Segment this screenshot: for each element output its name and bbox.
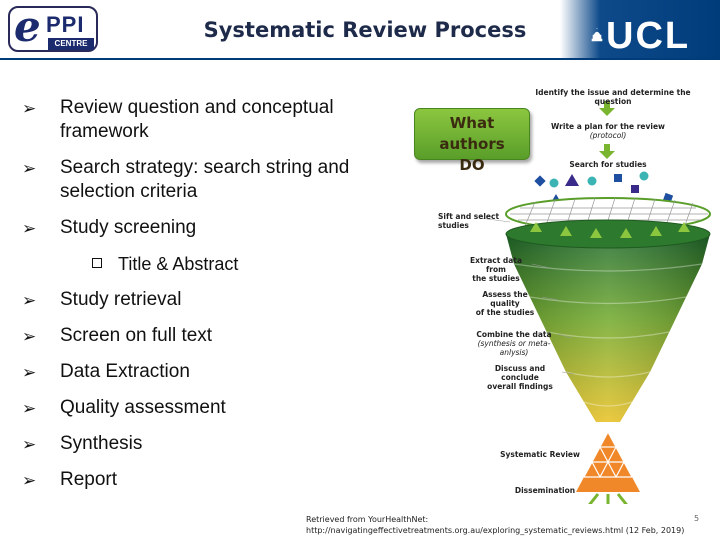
arrow-bullet-icon: ➢ (22, 289, 36, 313)
arrow-bullet-icon: ➢ (22, 469, 36, 493)
arrow-bullet-icon: ➢ (22, 157, 36, 181)
label-discuss: Discuss and conclude overall findings (476, 364, 564, 391)
arrow-bullet-icon: ➢ (22, 325, 36, 349)
label-search: Search for studies (560, 160, 656, 169)
citation-url[interactable]: http://navigatingeffectivetreatments.org… (306, 526, 684, 535)
arrow-bullet-icon: ➢ (22, 397, 36, 421)
label-assess: Assess the quality of the studies (468, 290, 542, 317)
arrow-bullet-icon: ➢ (22, 361, 36, 385)
header-rule (0, 58, 720, 60)
arrow-bullet-icon: ➢ (22, 217, 36, 241)
logo-letter: e (14, 2, 41, 51)
source-citation: Retrieved from YourHealthNet: http://nav… (306, 514, 684, 536)
ucl-logo: UCL (606, 16, 690, 56)
logo-centre: CENTRE (48, 38, 94, 50)
eppi-centre-logo: e PPI CENTRE (8, 6, 98, 52)
arrow-bullet-icon: ➢ (22, 433, 36, 457)
checkbox-bullet-icon (92, 258, 102, 268)
label-extract: Extract data from the studies (460, 256, 532, 283)
logo-ppi: PPI (46, 12, 84, 38)
review-pyramid (576, 432, 640, 492)
label-systematic-review: Systematic Review (500, 450, 580, 459)
label-identify: Identify the issue and determine the que… (518, 88, 708, 106)
page-number: 5 (694, 514, 699, 523)
ucl-dome-icon (590, 28, 604, 42)
arrow-down-icon (599, 144, 615, 159)
label-dissemination: Dissemination (512, 486, 578, 495)
label-sift: Sift and select studies (438, 212, 528, 230)
label-plan: Write a plan for the review (protocol) (550, 122, 666, 140)
slide-header: e PPI CENTRE Systematic Review Process U… (0, 0, 720, 60)
review-process-funnel: What authors DO Identify the issue and d… (410, 82, 720, 504)
dissemination-arrows (582, 494, 634, 504)
page-title: Systematic Review Process (180, 18, 550, 42)
label-combine: Combine the data (synthesis or meta-anly… (466, 330, 562, 357)
what-authors-do-box: What authors DO (414, 108, 530, 160)
arrow-bullet-icon: ➢ (22, 97, 36, 121)
